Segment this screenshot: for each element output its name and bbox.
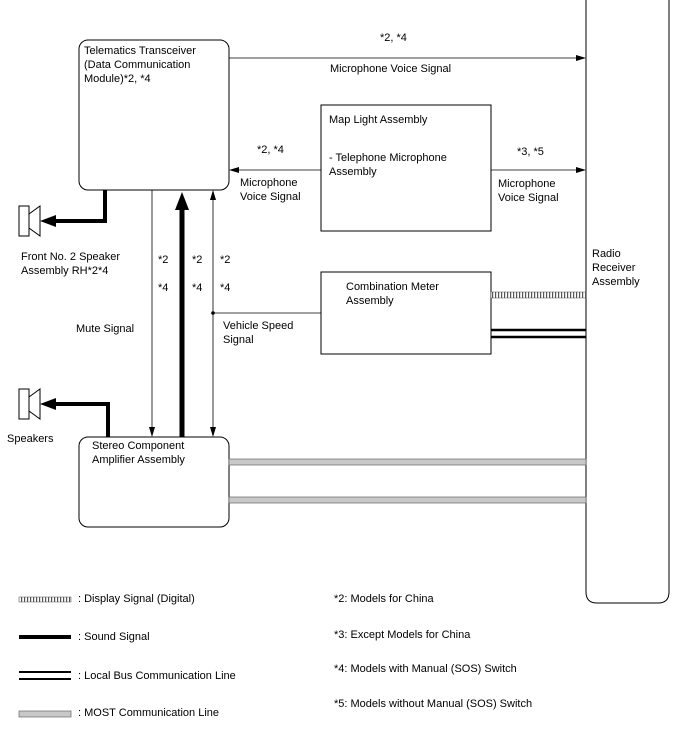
- mute-signal-label: Mute Signal: [76, 323, 135, 335]
- speakers-label: Speakers: [7, 433, 54, 445]
- note-2: *2: Models for China: [334, 593, 434, 605]
- combination-meter-box: [320, 271, 492, 355]
- mic-right-label: Microphone Voice Signal: [498, 178, 559, 204]
- telematics-label: Telematics Transceiver (Data Communicati…: [84, 45, 196, 85]
- mic-left-note: *2, *4: [257, 144, 284, 156]
- front-speaker-icon: [18, 205, 41, 237]
- stereo-amp-label: Stereo Component Amplifier Assembly: [92, 440, 185, 466]
- mic-top-note: *2, *4: [380, 32, 407, 44]
- v1-note-b: *4: [158, 282, 169, 294]
- legend-sound-label: : Sound Signal: [78, 631, 150, 643]
- legend-local-bus-symbol: [19, 671, 71, 680]
- most-line-1: [228, 458, 587, 466]
- legend-display-label: : Display Signal (Digital): [78, 593, 195, 605]
- front-speaker-sound-line: [40, 190, 107, 227]
- legend-most-symbol: [18, 710, 72, 718]
- sound-signal-vertical: [175, 192, 189, 437]
- v1-note-a: *2: [158, 254, 169, 266]
- telephone-microphone-label: - Telephone Microphone Assembly: [329, 152, 447, 178]
- v2-note-a: *2: [192, 254, 203, 266]
- local-bus-line: [491, 328, 586, 339]
- speakers-sound-line: [40, 398, 110, 437]
- note-3: *3: Except Models for China: [334, 629, 471, 641]
- combination-meter-label: Combination Meter Assembly: [346, 281, 439, 307]
- map-light-label: Map Light Assembly: [329, 114, 428, 126]
- display-signal-line: [490, 291, 587, 299]
- mute-signal-line: [149, 190, 155, 437]
- vehicle-speed-line: [210, 190, 321, 437]
- v2-note-b: *4: [192, 282, 203, 294]
- mic-line-right: [491, 167, 586, 173]
- note-4: *4: Models with Manual (SOS) Switch: [334, 663, 517, 675]
- most-line-2: [228, 496, 587, 504]
- mic-top-label: Microphone Voice Signal: [330, 63, 452, 75]
- vehicle-speed-label: Vehicle Speed Signal: [223, 320, 294, 346]
- mic-line-left: [229, 167, 321, 173]
- legend-display-symbol: [18, 596, 72, 603]
- telematics-box: [78, 39, 230, 191]
- legend-local-bus-label: : Local Bus Communication Line: [78, 670, 236, 682]
- note-5: *5: Models without Manual (SOS) Switch: [334, 698, 533, 710]
- radio-receiver-label: Radio Receiver Assembly: [592, 248, 640, 288]
- v3-note-b: *4: [220, 282, 231, 294]
- legend-most-label: : MOST Communication Line: [78, 707, 220, 719]
- mic-line-top: [229, 55, 586, 61]
- speakers-icon: [18, 388, 41, 420]
- front-speaker-label: Front No. 2 Speaker Assembly RH*2*4: [21, 251, 121, 277]
- mic-right-note: *3, *5: [517, 146, 544, 158]
- map-light-box: [320, 104, 492, 232]
- stereo-amp-box: [78, 436, 230, 528]
- radio-receiver-box: [585, 0, 670, 604]
- v3-note-a: *2: [220, 254, 231, 266]
- mic-left-label: Microphone Voice Signal: [240, 177, 301, 203]
